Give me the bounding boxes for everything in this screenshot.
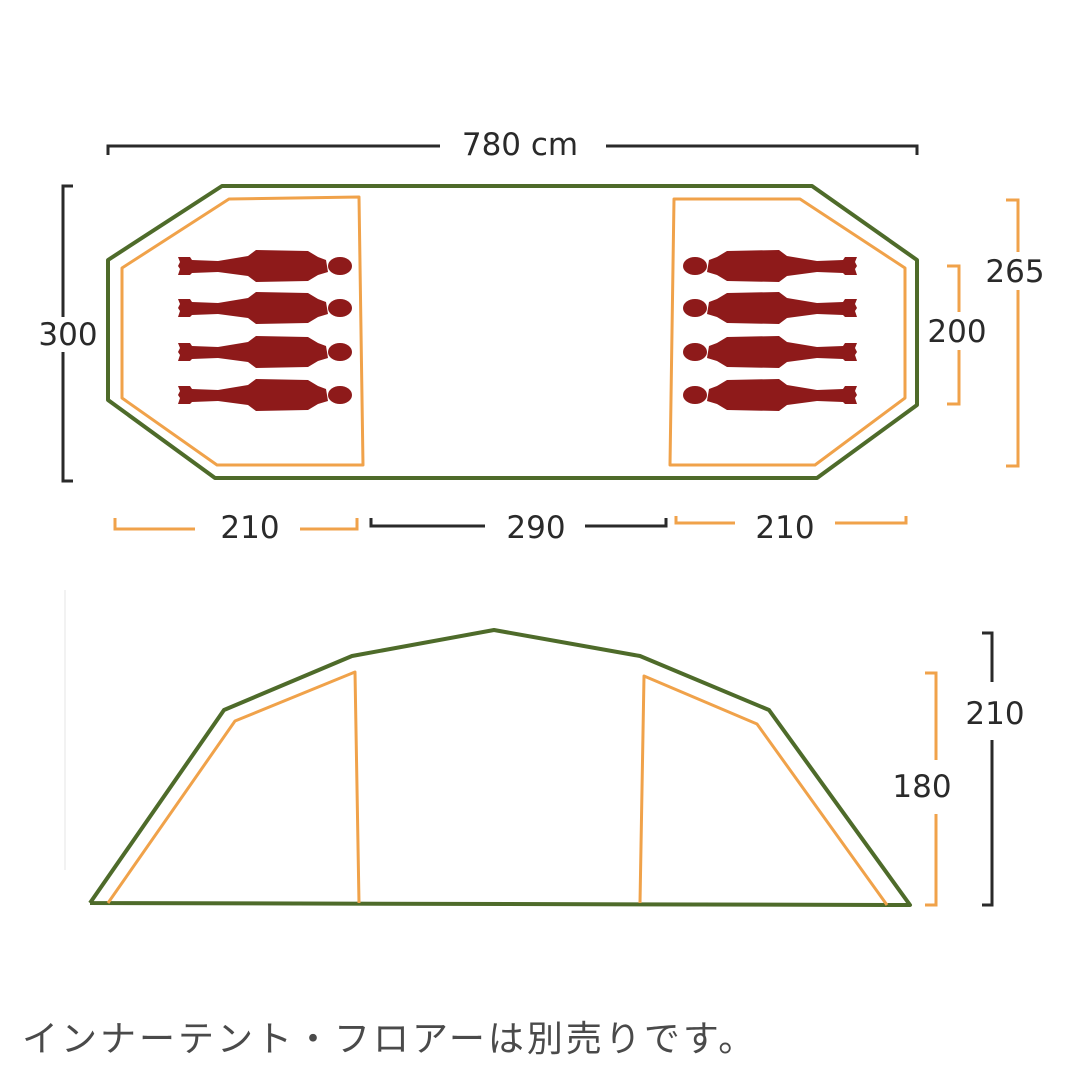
left-inner-profile [106, 670, 361, 904]
total-width-dimension: 300 [38, 184, 98, 483]
center-length-label: 290 [506, 510, 565, 546]
sleeper-silhouette [683, 379, 857, 411]
outer-fly-profile [88, 628, 912, 907]
left-room-length-dimension: 210 [113, 510, 359, 546]
inner-width-outer-label: 265 [985, 254, 1044, 290]
inner-height-label: 180 [892, 769, 951, 805]
sleeper-silhouette [683, 292, 857, 324]
caption-note: インナーテント・フロアーは別売りです。 [22, 1019, 758, 1060]
inner-width-inner-dimension: 200 [927, 264, 987, 406]
sleeper-silhouette [683, 250, 857, 282]
floor-plan: 780 cm 300 265 200 210 290 210 [38, 127, 1044, 546]
sleeper-silhouette [683, 336, 857, 368]
right-room-length-dimension: 210 [674, 510, 908, 546]
side-view: 210 180 [88, 628, 1025, 907]
sleeper-silhouette [178, 379, 352, 411]
inner-height-dimension: 180 [892, 671, 952, 907]
left-inner-room [120, 195, 365, 467]
total-length-dimension: 780 cm [106, 127, 919, 163]
sleeper-silhouette [178, 292, 352, 324]
outer-height-label: 210 [965, 696, 1024, 732]
outer-height-dimension: 210 [965, 631, 1025, 907]
right-inner-profile [638, 674, 889, 906]
sleeper-silhouette [178, 250, 352, 282]
total-width-label: 300 [38, 317, 97, 353]
outer-fly-outline [106, 184, 919, 480]
inner-width-inner-label: 200 [927, 314, 986, 350]
left-room-length-label: 210 [220, 510, 279, 546]
inner-width-outer-dimension: 265 [985, 198, 1045, 468]
sleeper-silhouette [178, 336, 352, 368]
right-inner-room [668, 197, 907, 467]
sleepers-left-room [178, 250, 352, 411]
center-length-dimension: 290 [369, 510, 668, 546]
right-room-length-label: 210 [755, 510, 814, 546]
total-length-label: 780 cm [462, 127, 578, 163]
sleepers-right-room [683, 250, 857, 411]
